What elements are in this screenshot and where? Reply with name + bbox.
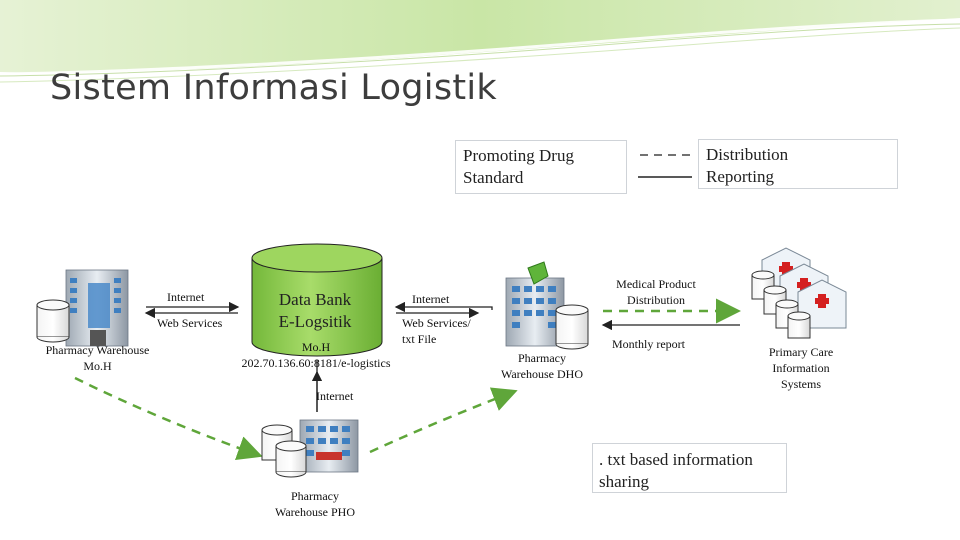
page-title: Sistem Informasi Logistik [50,68,497,108]
legend-promoting-line1: Promoting Drug [463,146,574,165]
moh-label: Pharmacy Warehouse Mo.H [30,342,165,374]
primary-care-line3: Systems [780,377,821,391]
databank-label: Data Bank E-Logsitik [255,289,375,333]
moh-url-label: Mo.H 202.70.136.60:8181/e-logistics [236,339,396,371]
moh-label-line1: Pharmacy Warehouse [45,343,150,357]
legend-promoting-line2: Standard [463,168,524,187]
moh-database-icon [36,299,70,343]
pho-building-icon [299,419,359,473]
primary-care-clinics-icon [751,247,847,339]
legend-distribution-line2: Reporting [706,167,774,186]
pho-label-line2: Warehouse PHO [274,505,355,519]
primary-care-line1: Primary Care [768,345,834,359]
moh-url-line2: 202.70.136.60:8181/e-logistics [241,356,391,370]
moh-label-line2: Mo.H [83,359,112,373]
databank-label-line2: E-Logsitik [278,312,352,331]
webservices-right-line1: Web Services/ [402,316,471,330]
moh-url-line1: Mo.H [301,340,331,354]
header-banner [0,0,960,83]
primary-care-line2: Information [772,361,830,375]
databank-cylinder-icon [251,243,383,357]
moh-databank-arrows [144,301,240,319]
pho-database-icon [261,424,307,478]
distribution-dashed-arrows [74,298,741,461]
dho-building-icon [505,261,565,347]
dho-database-icon [555,304,589,350]
internet-left-label: Internet [167,290,205,304]
pho-label: Pharmacy Warehouse PHO [255,488,375,520]
monthly-report-label: Monthly report [612,337,685,351]
legend-promoting-box: Promoting Drug Standard [455,140,627,194]
txt-sharing-line2: sharing [599,472,650,491]
legend-distribution-line1: Distribution [706,145,789,164]
webservices-right-line2: txt File [402,332,437,346]
pho-label-line1: Pharmacy [291,489,339,503]
databank-dho-arrows [394,301,493,319]
medical-product-label: Medical Product Distribution [596,276,716,308]
dho-label-line2: Warehouse DHO [500,367,583,381]
webservices-left-label: Web Services [157,316,223,330]
medical-product-line1: Medical Product [616,277,696,291]
txt-sharing-line1: . txt based information [599,450,753,469]
primary-care-label: Primary Care Information Systems [746,344,856,392]
dho-label-line1: Pharmacy [518,351,566,365]
webservices-right-label: Web Services/ txt File [402,315,471,347]
internet-bottom-label: Internet [316,389,354,403]
internet-right-label: Internet [412,292,450,306]
databank-label-line1: Data Bank [278,290,352,309]
legend-distribution-box: Distribution Reporting [698,139,898,189]
dho-label: Pharmacy Warehouse DHO [482,350,602,382]
moh-building-icon [65,269,129,347]
txt-sharing-note: . txt based information sharing [592,443,787,493]
medical-product-line2: Distribution [626,293,685,307]
